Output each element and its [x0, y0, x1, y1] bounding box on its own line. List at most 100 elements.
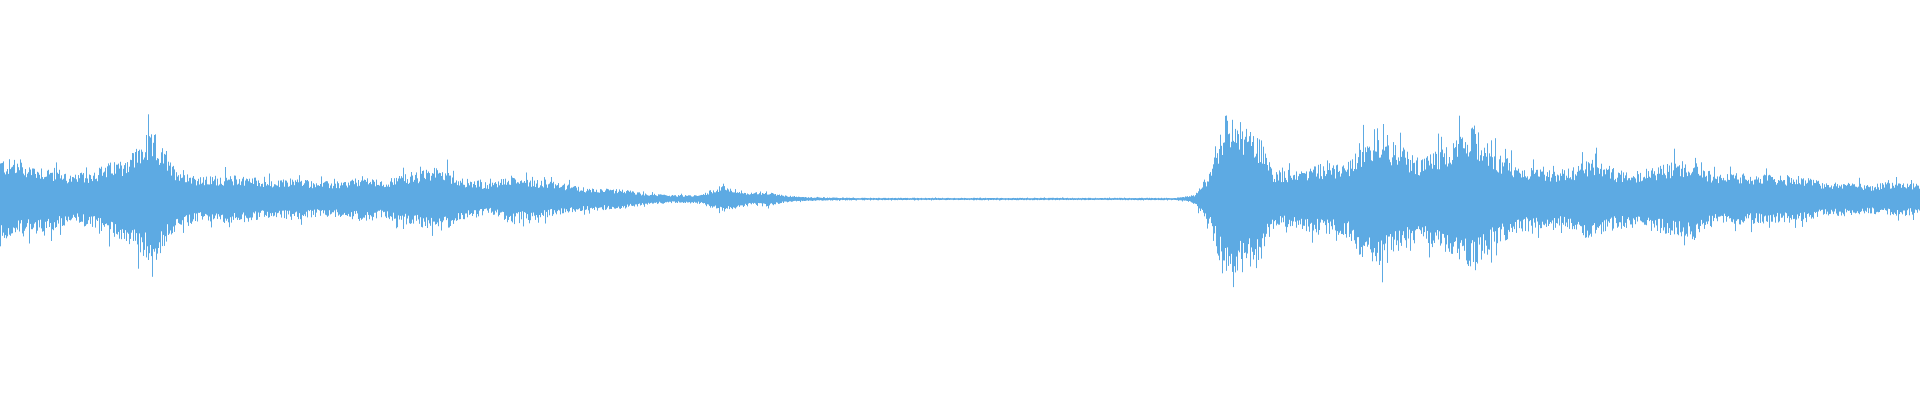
waveform-sample — [874, 198, 875, 200]
waveform-sample — [1436, 153, 1437, 236]
waveform-sample — [1126, 198, 1127, 200]
waveform-sample — [495, 182, 496, 211]
waveform-sample — [738, 192, 739, 206]
waveform-sample — [1371, 160, 1372, 253]
waveform-sample — [292, 179, 293, 214]
waveform-sample — [1487, 143, 1488, 255]
waveform-sample — [1007, 198, 1008, 200]
waveform-sample — [1811, 179, 1812, 219]
waveform-sample — [1235, 128, 1236, 273]
waveform-sample — [1267, 165, 1268, 224]
waveform-sample — [162, 148, 163, 247]
waveform-sample — [1440, 152, 1441, 246]
waveform-sample — [274, 184, 275, 216]
waveform-sample — [64, 174, 65, 226]
waveform-sample — [658, 194, 659, 204]
waveform-sample — [180, 174, 181, 225]
waveform-sample — [1890, 188, 1891, 216]
waveform-sample — [1294, 174, 1295, 218]
waveform-sample — [1906, 188, 1907, 215]
waveform-sample — [610, 189, 611, 209]
waveform-sample — [1429, 165, 1430, 258]
waveform-sample — [1814, 182, 1815, 212]
waveform-sample — [1646, 168, 1647, 226]
waveform-sample — [112, 173, 113, 223]
waveform-sample — [884, 197, 885, 201]
waveform-sample — [1395, 145, 1396, 232]
waveform-sample — [782, 195, 783, 202]
waveform-sample — [1095, 197, 1096, 200]
waveform-sample — [1758, 177, 1759, 223]
waveform-sample — [1632, 177, 1633, 228]
waveform-sample — [1507, 158, 1508, 240]
waveform-sample — [1137, 198, 1138, 201]
waveform-sample — [1044, 197, 1045, 201]
waveform-sample — [771, 192, 772, 204]
waveform-sample — [1452, 160, 1453, 254]
waveform-sample — [332, 188, 333, 213]
waveform-sample — [1214, 157, 1215, 234]
waveform-sample — [942, 197, 943, 200]
waveform-sample — [1072, 197, 1073, 200]
waveform-sample — [230, 176, 231, 218]
waveform-sample — [474, 181, 475, 211]
waveform-sample — [981, 198, 982, 201]
waveform-sample — [1849, 183, 1850, 211]
waveform-sample — [671, 195, 672, 204]
waveform-sample — [513, 178, 514, 214]
waveform-sample — [614, 193, 615, 209]
waveform-sample — [1307, 180, 1308, 219]
waveform-sample — [985, 197, 986, 200]
waveform-sample — [1479, 161, 1480, 245]
waveform-sample — [1761, 183, 1762, 215]
waveform-sample — [1472, 127, 1473, 241]
waveform-sample — [262, 183, 263, 211]
waveform-sample — [336, 188, 337, 210]
waveform-sample — [1825, 187, 1826, 210]
waveform-sample — [893, 198, 894, 200]
waveform-sample — [811, 197, 812, 201]
waveform-sample — [715, 192, 716, 206]
waveform-sample — [411, 172, 412, 224]
waveform-sample — [980, 197, 981, 201]
waveform-sample — [95, 179, 96, 228]
waveform-sample — [746, 194, 747, 205]
waveform-sample — [1144, 198, 1145, 200]
waveform-sample — [137, 162, 138, 245]
waveform-sample — [1194, 196, 1195, 204]
waveform-sample — [733, 192, 734, 208]
waveform-sample — [359, 185, 360, 221]
waveform-sample — [1733, 174, 1734, 220]
waveform-sample — [86, 167, 87, 225]
waveform-sample — [625, 193, 626, 209]
waveform-sample — [1136, 198, 1137, 200]
waveform-sample — [982, 198, 983, 201]
waveform-sample — [294, 185, 295, 216]
waveform-sample — [241, 181, 242, 220]
waveform-sample — [1501, 173, 1502, 230]
waveform-sample — [422, 171, 423, 228]
waveform-sample — [1298, 176, 1299, 225]
waveform-sample — [597, 192, 598, 211]
waveform-sample — [51, 172, 52, 241]
waveform-sample — [1341, 173, 1342, 234]
waveform-sample — [975, 198, 976, 200]
waveform-sample — [1876, 189, 1877, 213]
waveform-sample — [1416, 160, 1417, 230]
waveform-sample — [1505, 148, 1506, 241]
waveform-sample — [1288, 169, 1289, 225]
waveform-sample — [136, 148, 137, 234]
waveform-sample — [759, 193, 760, 204]
waveform-sample — [46, 176, 47, 228]
waveform-sample — [215, 175, 216, 216]
waveform-sample — [1088, 197, 1089, 201]
waveform-sample — [1249, 136, 1250, 239]
waveform-sample — [151, 134, 152, 257]
waveform-sample — [673, 195, 674, 202]
waveform-sample — [661, 194, 662, 204]
waveform-sample — [1324, 170, 1325, 222]
waveform-sample — [1090, 197, 1091, 200]
waveform-sample — [1865, 188, 1866, 211]
waveform-sample — [1070, 198, 1071, 200]
waveform-sample — [1776, 184, 1777, 217]
